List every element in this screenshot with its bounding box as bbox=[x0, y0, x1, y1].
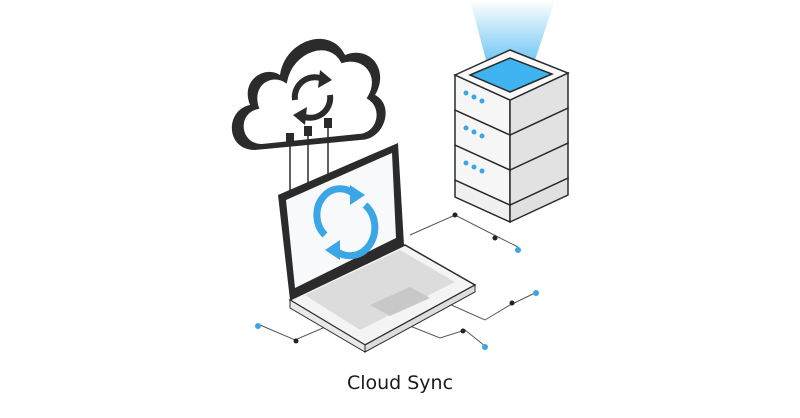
network-dots bbox=[255, 212, 539, 350]
caption: Cloud Sync bbox=[346, 372, 454, 394]
laptop-icon bbox=[278, 143, 477, 353]
cloud-icon bbox=[231, 38, 386, 195]
keyboard bbox=[305, 250, 455, 330]
laptop-sync-icon bbox=[313, 185, 379, 260]
server-icon bbox=[453, 0, 570, 224]
